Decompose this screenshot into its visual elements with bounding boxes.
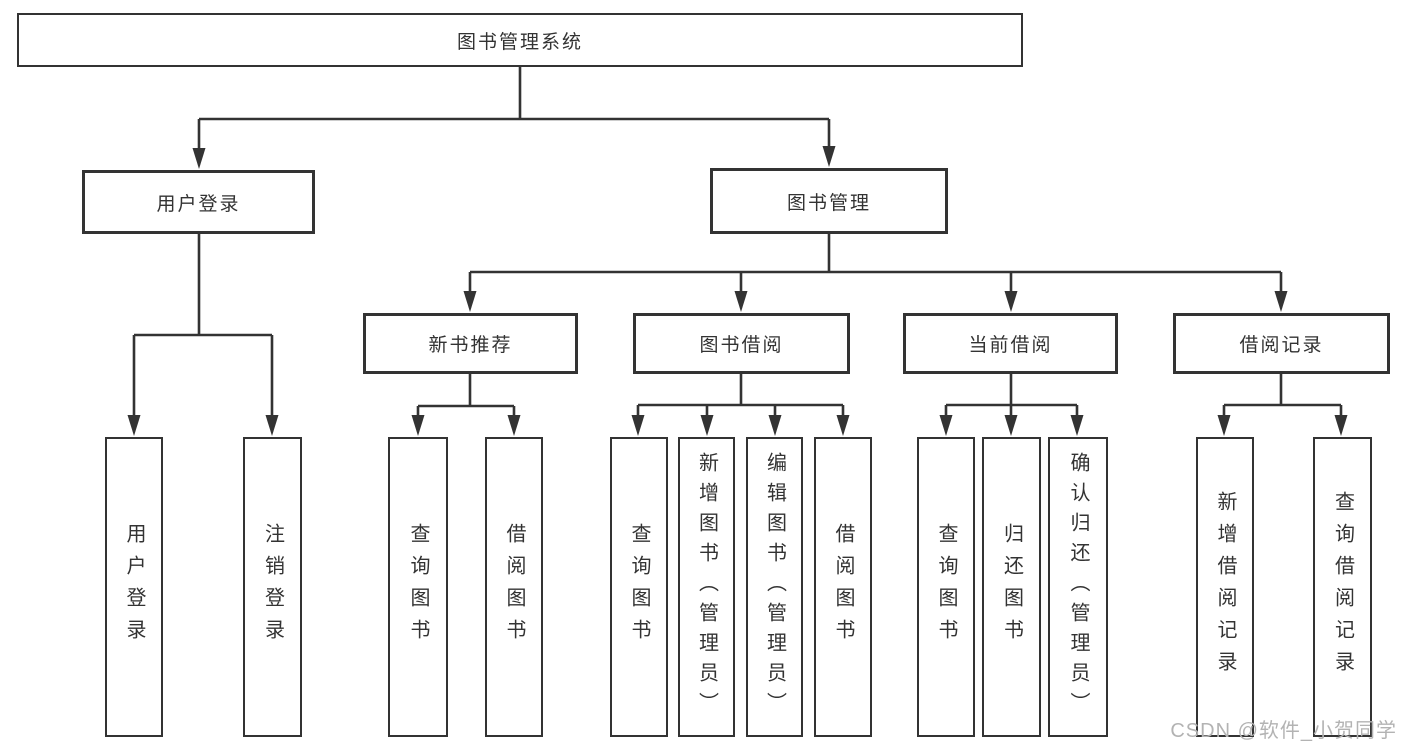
leaf-query-book-recommend: 查询图书 (388, 437, 448, 737)
leaf-user-login: 用户登录 (105, 437, 163, 737)
node-label: 借阅记录 (1239, 335, 1324, 356)
node-user-login: 用户登录 (82, 170, 315, 234)
node-label: 图书管理系统 (456, 31, 583, 53)
node-label: 当前借阅 (968, 335, 1053, 356)
leaf-return-book: 归还图书 (982, 437, 1041, 737)
leaf-borrow-book-recommend: 借阅图书 (485, 437, 543, 737)
leaf-query-book-borrow: 查询图书 (610, 437, 668, 737)
node-label: 用户登录 (156, 193, 241, 215)
node-library-system: 图书管理系统 (17, 13, 1023, 67)
node-book-management: 图书管理 (710, 168, 948, 234)
leaf-query-book-current: 查询图书 (917, 437, 975, 737)
watermark: CSDN @软件_小贺同学 (1170, 720, 1397, 742)
node-new-book-recommend: 新书推荐 (363, 313, 578, 374)
leaf-confirm-return-admin: 确认归还（管理员） (1048, 437, 1108, 737)
node-label: 新书推荐 (428, 335, 513, 356)
leaf-logout: 注销登录 (243, 437, 302, 737)
leaf-borrow-book: 借阅图书 (814, 437, 872, 737)
leaf-add-book-admin: 新增图书（管理员） (678, 437, 735, 737)
leaf-edit-book-admin: 编辑图书（管理员） (746, 437, 803, 737)
leaf-query-borrow-record: 查询借阅记录 (1313, 437, 1372, 737)
node-label: 图书管理 (786, 192, 871, 214)
node-book-borrow: 图书借阅 (633, 313, 850, 374)
node-label: 图书借阅 (699, 335, 784, 356)
node-current-borrow: 当前借阅 (903, 313, 1118, 374)
node-borrow-record: 借阅记录 (1173, 313, 1390, 374)
leaf-add-borrow-record: 新增借阅记录 (1196, 437, 1254, 737)
